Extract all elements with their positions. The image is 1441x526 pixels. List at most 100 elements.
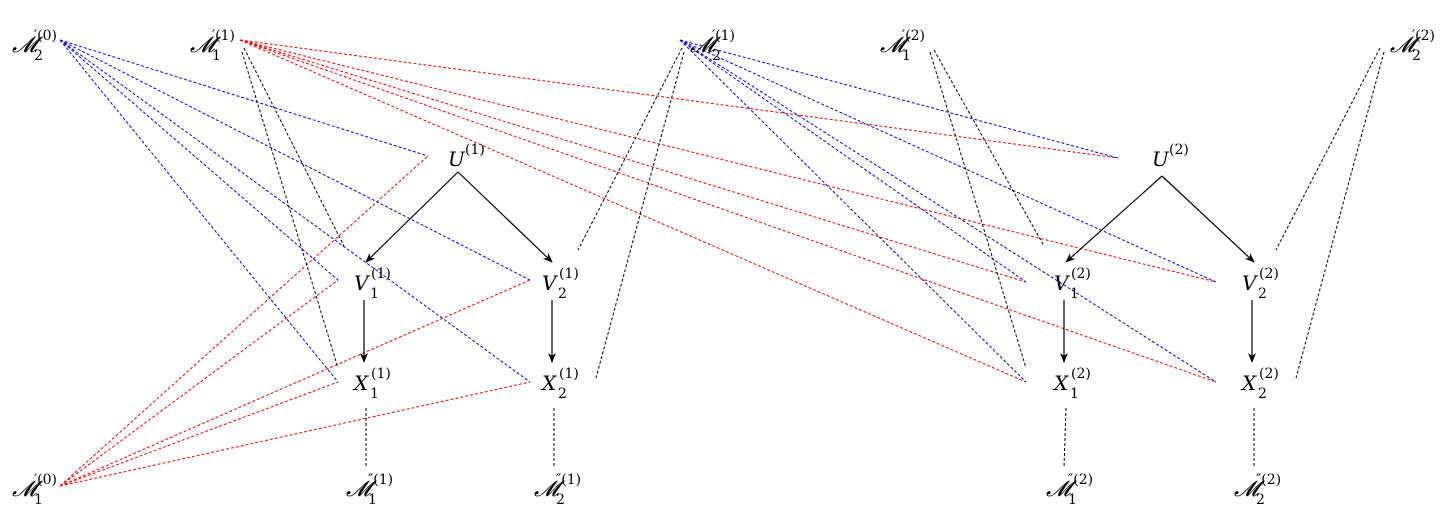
- node-superscript: ′(0): [34, 472, 57, 488]
- red-dashed-edge-M1p0-V21: [59, 279, 531, 487]
- node-superscript: (1): [371, 266, 391, 282]
- black-dashed-edge-M1p1-V11: [243, 47, 345, 247]
- red-dashed-edge-M1p0-X11: [59, 381, 339, 487]
- node-base-symbol: V: [542, 271, 559, 295]
- black-dashed-edge-M1p1-X11: [241, 51, 339, 369]
- node-base-symbol: U: [1152, 147, 1170, 171]
- node-superscript: (2): [1259, 366, 1279, 382]
- node-superscript: ′(1): [212, 28, 235, 44]
- blue-dashed-edge-M2p1-U2: [679, 39, 1119, 159]
- node-subscript: 2: [558, 286, 567, 302]
- red-dashed-edge-M1p0-X21: [59, 381, 531, 487]
- black-dashed-edge-M2p1-V21: [577, 47, 683, 251]
- node-subscript: 1: [370, 386, 379, 402]
- red-dashed-edge-M1p0-U1: [59, 155, 429, 487]
- node-base-symbol: X: [1052, 371, 1069, 395]
- node-superscript: (1): [371, 366, 391, 382]
- node-subscript: 2: [1258, 286, 1267, 302]
- red-dashed-edge-M1p1-V22: [239, 39, 1217, 283]
- node-subscript: 1: [1070, 286, 1079, 302]
- black-dashed-edge-X12-M1pp2: [1063, 407, 1067, 469]
- arrow-edge-U2-V22: [1161, 175, 1255, 263]
- black-dashed-edge-M1p2-X12: [929, 51, 1027, 369]
- node-base-symbol: X: [540, 371, 557, 395]
- node-subscript: 2: [1412, 48, 1421, 64]
- node-subscript: 1: [34, 492, 43, 508]
- black-dashed-edge-M2p1-X21: [595, 51, 685, 379]
- node-M2pp2: 𝓜2″(2): [1234, 472, 1281, 508]
- node-M2p1: 𝓜2′(1): [690, 28, 735, 64]
- node-superscript: (2): [1071, 366, 1091, 382]
- node-subscript: 1: [1068, 492, 1077, 508]
- node-subscript: 2: [558, 386, 567, 402]
- node-M2pp1: 𝓜2″(1): [534, 472, 581, 508]
- node-superscript: ″(2): [1068, 472, 1093, 488]
- red-dashed-edge-M1p0-V11: [59, 279, 339, 487]
- node-subscript: 1: [212, 48, 221, 64]
- arrow-edge-U2-V12: [1065, 175, 1163, 263]
- node-M2p0: 𝓜2′(0): [12, 28, 57, 64]
- node-subscript: 2: [712, 48, 721, 64]
- node-base-symbol: X: [352, 371, 369, 395]
- node-superscript: (1): [559, 266, 579, 282]
- red-dashed-edge-M1p1-U2: [239, 39, 1119, 159]
- red-dashed-edge-M1p1-X22: [239, 39, 1217, 383]
- node-U2: U(2): [1152, 142, 1189, 171]
- node-superscript: ′(2): [1412, 28, 1435, 44]
- node-superscript: ′(0): [34, 28, 57, 44]
- node-superscript: (1): [559, 366, 579, 382]
- node-superscript: (2): [1259, 266, 1279, 282]
- node-subscript: 2: [556, 492, 565, 508]
- arrow-edge-U1-V21: [457, 171, 553, 263]
- node-base-symbol: V: [1054, 271, 1071, 295]
- edges-layer: [59, 39, 1385, 487]
- blue-dashed-edge-M2p1-X12: [679, 39, 1027, 383]
- node-superscript: ″(2): [1256, 472, 1281, 488]
- blue-dashed-edge-M2p1-V12: [679, 39, 1027, 283]
- node-subscript: 1: [370, 286, 379, 302]
- node-subscript: 2: [1258, 386, 1267, 402]
- node-superscript: (1): [465, 142, 485, 158]
- blue-dashed-edge-M2p0-X11: [59, 39, 339, 383]
- node-base-symbol: X: [1240, 371, 1257, 395]
- node-M2p2: 𝓜2′(2): [1390, 28, 1435, 64]
- node-superscript: ′(1): [712, 28, 735, 44]
- node-U1: U(1): [448, 142, 485, 171]
- node-base-symbol: V: [1242, 271, 1259, 295]
- node-base-symbol: U: [448, 147, 466, 171]
- node-M1p0: 𝓜1′(0): [12, 472, 57, 508]
- node-superscript: ′(2): [902, 28, 925, 44]
- node-superscript: ″(1): [556, 472, 581, 488]
- node-subscript: 1: [1070, 386, 1079, 402]
- node-superscript: (2): [1169, 142, 1189, 158]
- node-M1pp1: 𝓜1″(1): [346, 472, 393, 508]
- node-subscript: 1: [902, 48, 911, 64]
- node-subscript: 2: [1256, 492, 1265, 508]
- arrow-edge-U1-V11: [365, 171, 459, 263]
- node-base-symbol: V: [354, 271, 371, 295]
- node-subscript: 1: [368, 492, 377, 508]
- red-dashed-edge-M1p1-X12: [239, 39, 1027, 383]
- black-dashed-edge-M2p2-V22: [1275, 47, 1381, 251]
- blue-dashed-edge-M2p0-V11: [59, 39, 339, 281]
- blue-dashed-edge-M2p0-V21: [59, 39, 531, 281]
- blue-dashed-edge-M2p1-V22: [679, 39, 1217, 283]
- blue-dashed-edge-M2p0-U1: [59, 39, 429, 157]
- red-dashed-edge-M1p1-V12: [239, 39, 1027, 283]
- node-superscript: ″(1): [368, 472, 393, 488]
- node-M1pp2: 𝓜1″(2): [1046, 472, 1093, 508]
- black-dashed-edge-M2p2-X22: [1295, 51, 1385, 379]
- node-M1p1: 𝓜1′(1): [190, 28, 235, 64]
- node-subscript: 2: [34, 48, 43, 64]
